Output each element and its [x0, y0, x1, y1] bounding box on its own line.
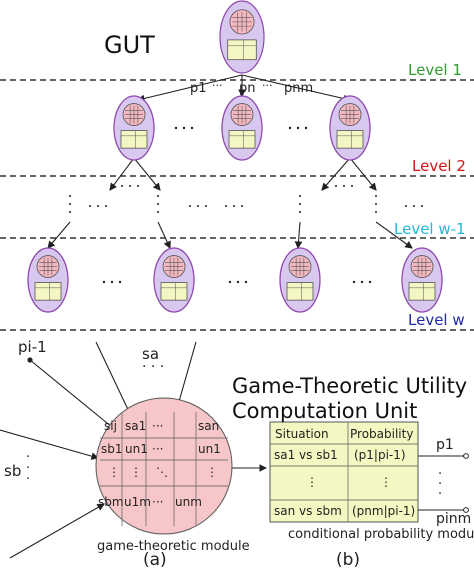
table-icon: [228, 130, 256, 149]
matrix-row-3-cell-3: unm: [175, 495, 202, 509]
matrix-row-2-head: ⋮: [108, 465, 120, 479]
game-matrix-grid: [100, 412, 228, 526]
input-s-b-dots: · · ·: [26, 450, 31, 487]
game-theoretic-module-circle: [95, 397, 233, 535]
level-w-node-2: [153, 247, 195, 313]
level-2-label: Level 2: [412, 157, 466, 175]
level-2-edges: [109, 157, 377, 191]
root-edges: [136, 74, 352, 103]
prob-row-2-situation: ⋮: [306, 475, 318, 489]
output-p1-terminal: [463, 453, 469, 459]
matrix-col-header-3: san: [198, 419, 220, 433]
output-pinm-terminal: [463, 507, 469, 513]
branch-dots-left: ···: [212, 79, 223, 92]
table-icon: [120, 130, 148, 149]
input-p-i-minus-1-label: pi-1: [18, 338, 47, 356]
matrix-col-header-1: sa1: [125, 419, 147, 433]
output-dots: · · ·: [438, 467, 443, 502]
module-b-name: conditional probability module: [288, 527, 474, 542]
matrix-corner: sij: [104, 419, 117, 433]
branch-dots-right: ···: [262, 79, 273, 92]
prob-table-header-probability: Probability: [350, 427, 414, 441]
branch-label-pn: pn: [239, 81, 256, 96]
table-icon: [160, 282, 188, 301]
level-2-node-middle: [221, 95, 263, 161]
table-icon: [227, 39, 257, 61]
root-node: [219, 0, 265, 74]
prob-row-2-probability: ⋮: [380, 475, 392, 489]
prob-table-header-situation: Situation: [275, 427, 329, 441]
input-s-b-label: sb: [4, 462, 22, 480]
output-p1-label: p1: [436, 437, 454, 453]
branch-label-pnm: pnm: [284, 81, 314, 96]
matrix-row-2-cell-1: ⋮: [130, 465, 142, 479]
probability-table-box: [269, 421, 419, 523]
matrix-row-3-cell-1: u1m: [124, 495, 151, 509]
level-w-node-1: [27, 247, 69, 313]
matrix-row-3-head: sbm: [98, 495, 124, 509]
level-w-node-4: [401, 247, 443, 313]
input-s-a-label: sa: [142, 345, 160, 363]
unit-title-line-1: Game-Theoretic Utility: [232, 374, 468, 398]
matrix-row-3-cell-2: ···: [152, 495, 164, 509]
output-pinm-label: pinm: [436, 511, 472, 527]
table-icon: [34, 282, 62, 301]
table-icon: [408, 282, 436, 301]
prob-row-1-probability: (p1|pi-1): [354, 448, 406, 462]
p-i-minus-1-source-dot: [27, 357, 33, 363]
module-a-name: game-theoretic module: [97, 539, 250, 554]
level-2-node-right: [329, 95, 371, 161]
module-a-caption: (a): [143, 550, 167, 570]
matrix-row-2-cell-2: ⋱: [156, 465, 168, 479]
gut-label: GUT: [104, 31, 155, 59]
probability-table-grid: [270, 422, 418, 522]
matrix-row-2-cell-3: ⋮: [206, 465, 218, 479]
table-icon: [286, 282, 314, 301]
matrix-row-1-cell-3: un1: [198, 442, 221, 456]
prob-row-1-situation: sa1 vs sb1: [274, 448, 338, 462]
unit-title-line-2: Computation Unit: [232, 399, 418, 423]
prob-row-3-probability: (pnm|pi-1): [352, 504, 416, 518]
module-b-outputs: [418, 455, 464, 511]
module-b-caption: (b): [336, 550, 361, 570]
branch-label-p1: p1: [190, 81, 207, 96]
level-1-label: Level 1: [408, 61, 462, 79]
level-w-minus-1-label: Level w-1: [394, 220, 466, 238]
level-w-edges: [47, 221, 413, 250]
level-2-node-left: [113, 95, 155, 161]
tree-nodes: [27, 0, 443, 313]
continuation-dots: [69, 126, 423, 284]
input-s-a-dots: · · ·: [142, 359, 165, 375]
matrix-row-1-head: sb1: [101, 442, 123, 456]
table-icon: [336, 130, 364, 149]
matrix-row-1-cell-2: ···: [152, 442, 164, 456]
matrix-col-header-2: ···: [152, 419, 164, 433]
prob-row-3-situation: san vs sbm: [274, 504, 342, 518]
level-w-label: Level w: [408, 311, 465, 329]
level-w-node-3: [279, 247, 321, 313]
matrix-row-1-cell-1: un1: [125, 442, 148, 456]
